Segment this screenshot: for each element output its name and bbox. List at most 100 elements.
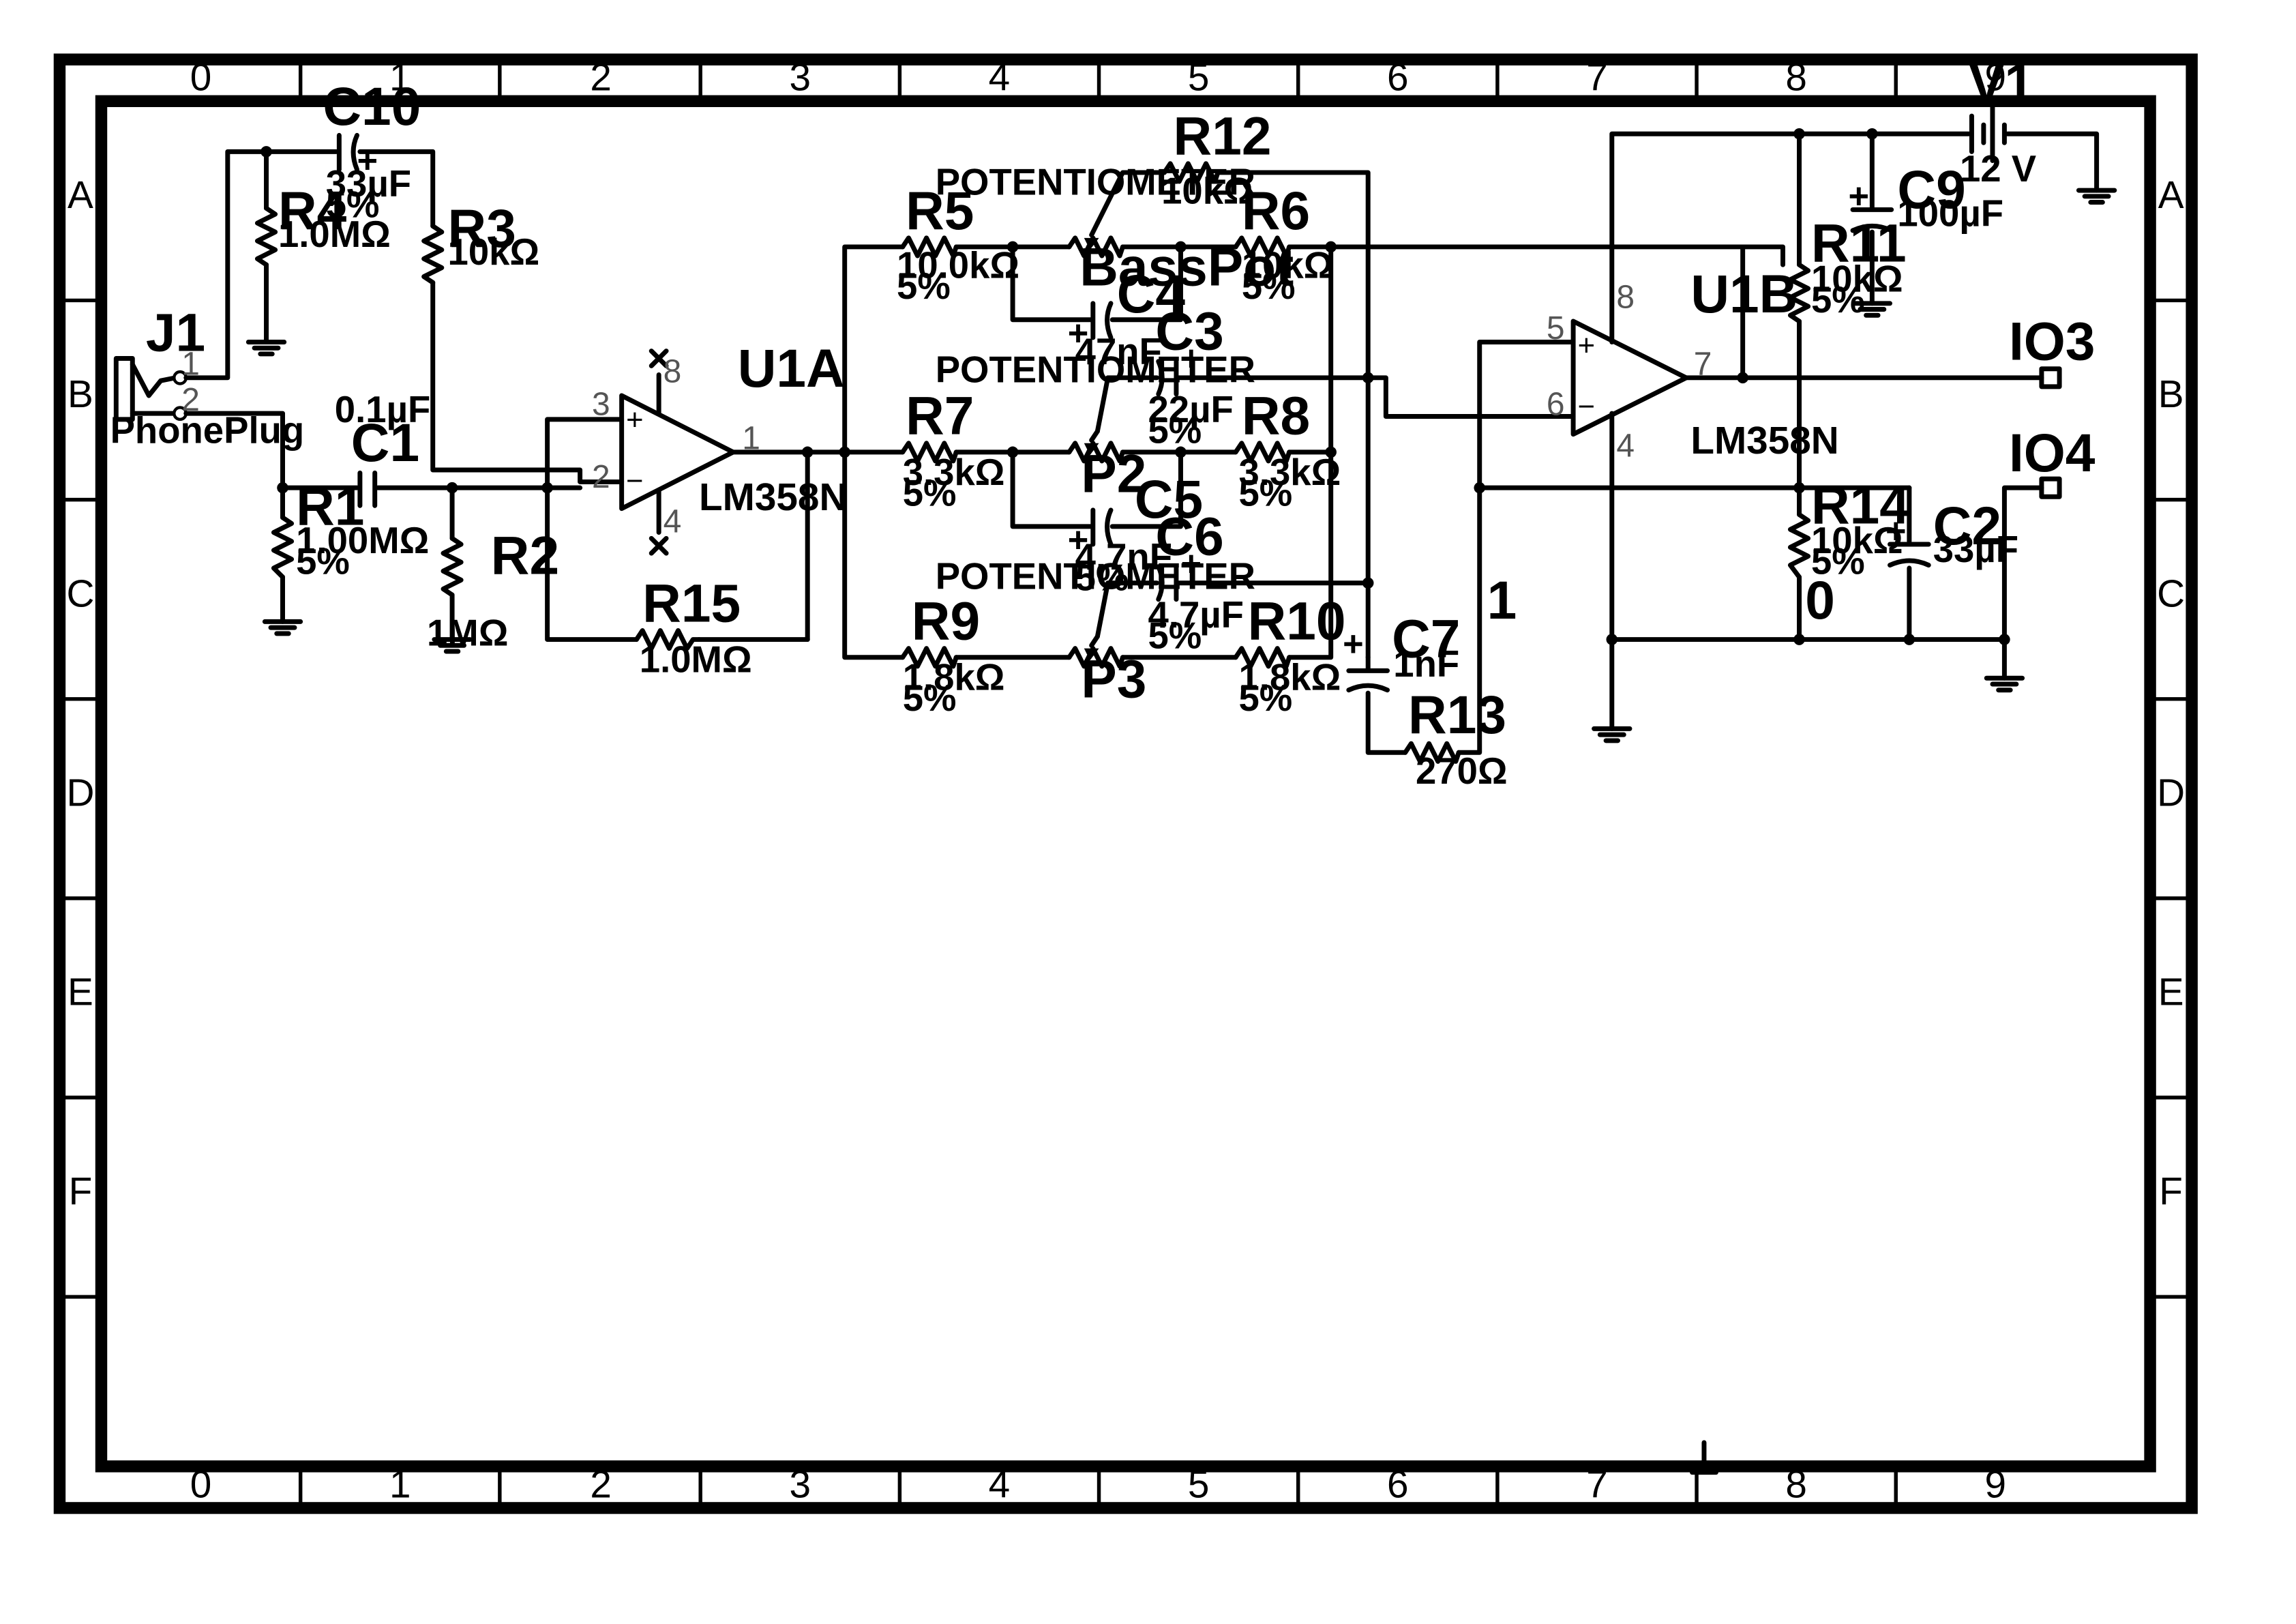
V1-battery: V1 12 V xyxy=(1960,53,2036,190)
svg-text:+: + xyxy=(1848,177,1869,216)
row-label: C xyxy=(66,572,94,615)
tol-C10: 5% xyxy=(326,183,380,225)
val-R11: 10kΩ xyxy=(1811,258,1903,299)
tol-R5: 5% xyxy=(897,265,951,307)
column-labels-top: 0 1 2 3 4 5 6 7 8 9 xyxy=(190,57,2006,100)
ref-C7: C7 xyxy=(1392,609,1460,669)
ref-R13: R13 xyxy=(1408,685,1506,745)
tol-C3: 5% xyxy=(1148,410,1202,452)
val-C4: 47nF xyxy=(1075,331,1162,372)
col-label: 8 xyxy=(1785,1463,1807,1506)
frame-outer-border xyxy=(53,53,2198,1514)
tol-R7: 5% xyxy=(903,472,957,514)
model-U1B: LM358N xyxy=(1690,419,1838,462)
output-wires xyxy=(1477,131,2100,731)
column-dividers xyxy=(298,59,1898,1508)
ground-symbol xyxy=(1592,726,1632,743)
val-J1: PhonePlug xyxy=(110,410,305,452)
C7-capacitor: + C7 1nF xyxy=(1343,609,1460,693)
val-R6: 10kΩ xyxy=(1242,245,1334,286)
svg-text:−: − xyxy=(1578,391,1595,424)
ref-C1: C1 xyxy=(351,413,419,473)
C3-capacitor: + C3 22µF 5% xyxy=(1148,301,1234,451)
val-R12: 10kΩ xyxy=(1161,171,1253,212)
io4-label: IO4 xyxy=(2009,423,2096,483)
col-label: 1 xyxy=(389,1463,411,1506)
ref-R1: R1 xyxy=(296,477,364,537)
label-P2: POTENTIOMETER xyxy=(936,349,1255,390)
tol-R8: 5% xyxy=(1239,472,1293,514)
tonestack-wires xyxy=(842,170,1786,755)
col-label: 9 xyxy=(1985,1463,2007,1506)
row-label: E xyxy=(2158,971,2184,1014)
ref-R5: R5 xyxy=(906,181,974,241)
column-labels-bottom: 0 1 2 3 4 5 6 7 8 9 xyxy=(190,1463,2006,1506)
pin-label: 8 xyxy=(664,353,682,389)
ref-P3: P3 xyxy=(1081,649,1146,709)
col-label: 7 xyxy=(1586,1463,1608,1506)
net-label-0: 0 xyxy=(1805,570,1835,630)
C1-capacitor: 0.1µF C1 xyxy=(335,389,430,508)
tol-R1: 5% xyxy=(296,541,350,582)
ref-J1: J1 xyxy=(146,303,205,363)
row-label: A xyxy=(2158,174,2184,217)
C9-capacitor: + C9 100µF xyxy=(1848,160,2003,234)
ref-BassPot: BassPot xyxy=(1079,237,1294,297)
svg-text:+: + xyxy=(1068,520,1089,560)
val-R4: 1.0MΩ xyxy=(278,213,391,255)
val-C10: 33µF xyxy=(326,163,411,205)
plug-body xyxy=(113,355,135,422)
col-label: 9 xyxy=(1985,57,2007,100)
ref-C10: C10 xyxy=(323,76,421,136)
U1A-opamp: + − 3 2 1 8 4 U1A LM358N xyxy=(592,338,847,556)
ref-U1A: U1A xyxy=(738,338,845,398)
C10-capacitor: + C10 33µF 5% xyxy=(323,76,421,225)
frame-inner-border xyxy=(95,95,2156,1473)
ref-C2: C2 xyxy=(1933,496,2001,556)
svg-text:−: − xyxy=(626,465,643,498)
R8-resistor: R8 3.3kΩ 5% xyxy=(1233,386,1341,514)
net-label-1: 1 xyxy=(1487,570,1517,630)
val-C2: 33µF xyxy=(1933,529,2018,570)
col-label: 3 xyxy=(790,1463,811,1506)
val-R13: 270Ω xyxy=(1416,750,1508,792)
row-dividers xyxy=(59,298,2192,1299)
P2-potentiometer: POTENTIOMETER P2 xyxy=(936,349,1255,503)
tol-R11: 5% xyxy=(1811,279,1865,321)
ref-R3: R3 xyxy=(448,198,516,259)
R14-resistor: R14 10kΩ 5% xyxy=(1787,475,1909,582)
col-label: 1 xyxy=(389,57,411,100)
R2-resistor: R2 1MΩ xyxy=(427,526,559,654)
val-R3: 10kΩ xyxy=(448,231,540,273)
ref-C9: C9 xyxy=(1897,160,1965,220)
svg-text:+: + xyxy=(626,404,643,437)
col-label: 3 xyxy=(790,57,811,100)
P3-potentiometer: POTENTIOMETER P3 xyxy=(936,555,1255,709)
col-label: 5 xyxy=(1188,57,1210,100)
tol-C6: 5% xyxy=(1148,615,1202,657)
val-C1: 0.1µF xyxy=(335,389,430,430)
svg-text:+: + xyxy=(1885,512,1907,551)
ref-R8: R8 xyxy=(1242,386,1310,446)
svg-text:+: + xyxy=(1180,339,1202,379)
col-label: 7 xyxy=(1586,57,1608,100)
BassPot-potentiometer: POTENTIOMETER BassPot xyxy=(936,162,1294,297)
val-C5: 4.7nF xyxy=(1075,536,1172,578)
row-label: C xyxy=(2157,572,2185,615)
pin-label: 4 xyxy=(664,504,682,540)
ref-C5: C5 xyxy=(1135,469,1203,529)
ground-symbol xyxy=(1984,675,2025,693)
val-R15: 1.0MΩ xyxy=(640,639,752,681)
R11-resistor: R11 10kΩ 5% xyxy=(1787,213,1907,324)
IO4-port: IO4 xyxy=(2009,423,2096,499)
svg-text:+: + xyxy=(1068,314,1089,353)
svg-text:+: + xyxy=(1578,329,1595,362)
row-label: B xyxy=(68,373,93,416)
val-C3: 22µF xyxy=(1148,389,1234,430)
val-R1: 1.00MΩ xyxy=(296,520,429,561)
svg-text:+: + xyxy=(357,141,378,181)
tol-R9: 5% xyxy=(903,677,957,719)
pin-label: 6 xyxy=(1547,386,1565,422)
row-label: D xyxy=(66,771,94,814)
